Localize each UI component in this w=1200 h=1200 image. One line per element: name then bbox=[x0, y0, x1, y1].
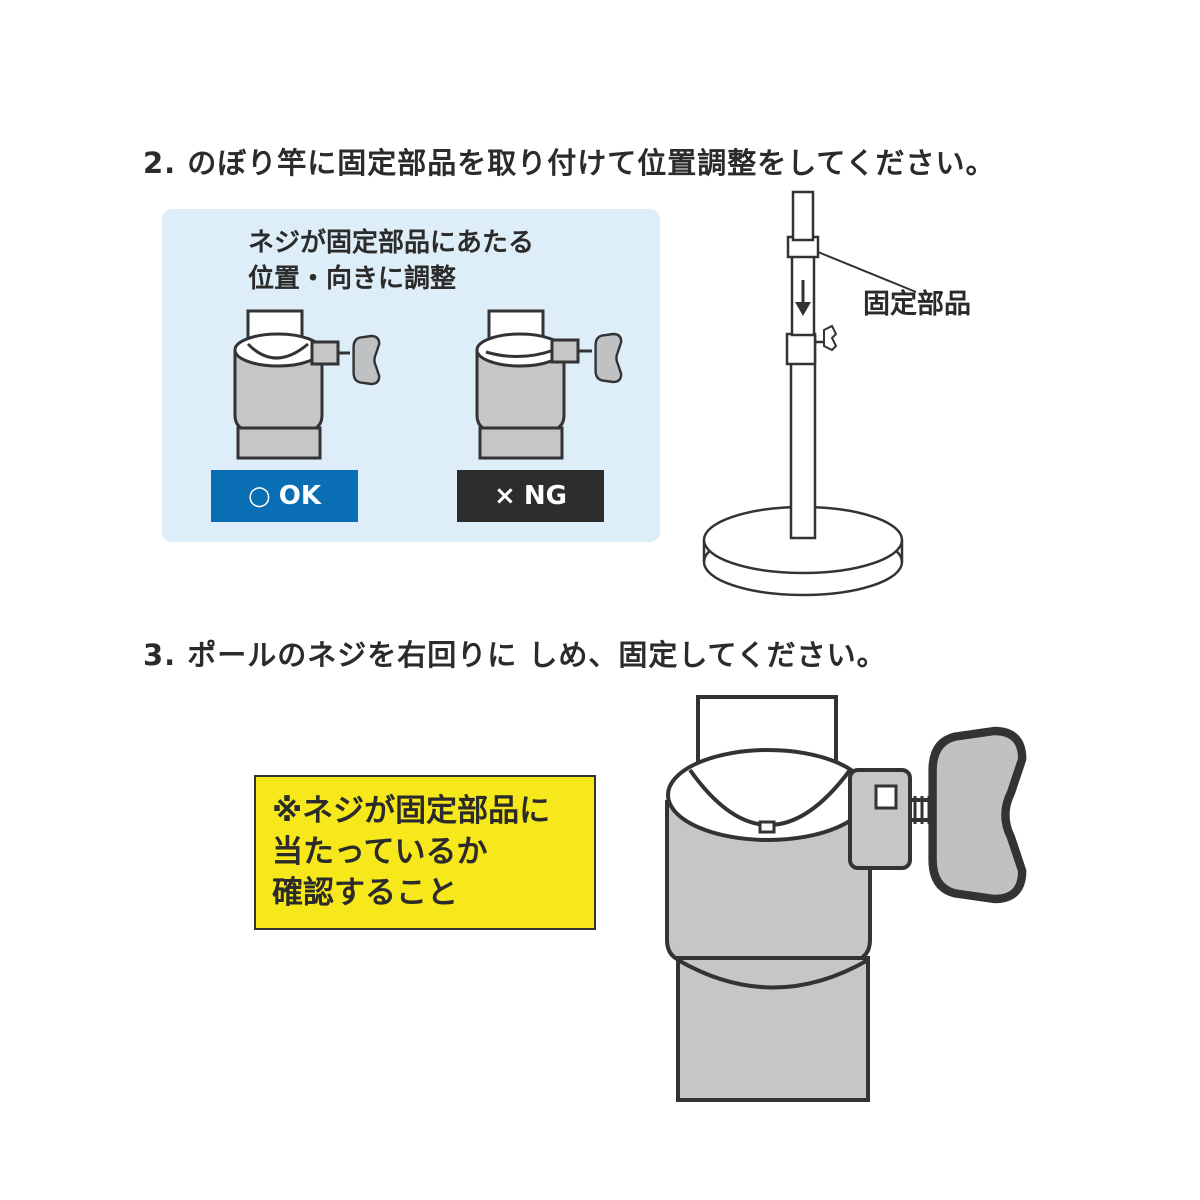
ng-label: NG bbox=[523, 481, 567, 511]
circle-icon: ○ bbox=[248, 481, 271, 511]
ng-badge: × NG bbox=[457, 470, 604, 522]
note-line2: 当たっているか bbox=[272, 834, 488, 870]
large-clamp-illustration bbox=[665, 695, 1022, 1102]
ok-clamp-illustration bbox=[233, 309, 381, 460]
warning-note-text: ※ネジが固定部品に 当たっているか 確認すること bbox=[272, 791, 550, 914]
panel-instruction-line1: ネジが固定部品にあたる bbox=[248, 228, 535, 258]
ok-badge: ○ OK bbox=[211, 470, 358, 522]
panel-instruction: ネジが固定部品にあたる 位置・向きに調整 bbox=[248, 225, 534, 297]
fixing-part-callout: 固定部品 bbox=[863, 289, 971, 320]
note-line3: 確認すること bbox=[272, 875, 458, 911]
step-2-title: 2. のぼり竿に固定部品を取り付けて位置調整をしてください。 bbox=[143, 146, 996, 180]
step-3-title: 3. ポールのネジを右回りに しめ、固定してください。 bbox=[143, 638, 887, 672]
panel-instruction-line2: 位置・向きに調整 bbox=[248, 264, 457, 294]
ok-label: OK bbox=[278, 481, 321, 511]
flag-stand-illustration bbox=[702, 190, 917, 597]
note-line1: ※ネジが固定部品に bbox=[272, 793, 551, 829]
warning-note: ※ネジが固定部品に 当たっているか 確認すること bbox=[254, 775, 596, 930]
ng-clamp-illustration bbox=[475, 309, 623, 460]
cross-icon: × bbox=[494, 481, 516, 511]
